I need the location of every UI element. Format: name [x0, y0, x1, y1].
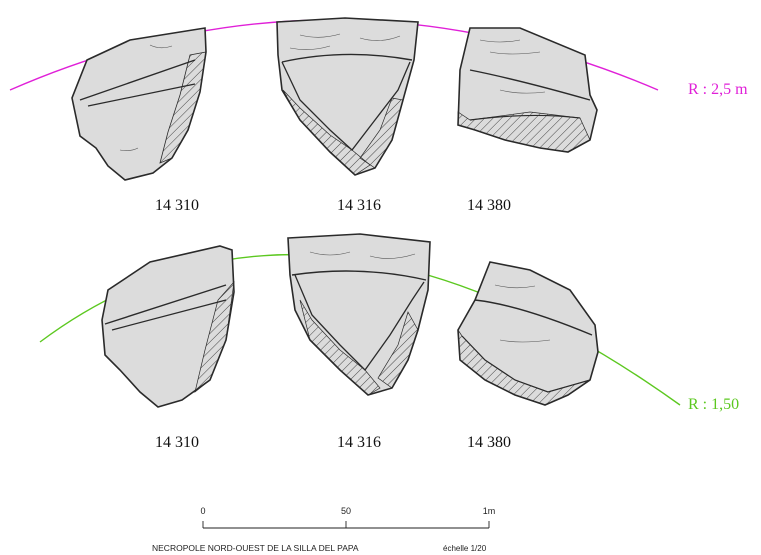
scale-tick-label: 0 — [200, 506, 205, 516]
fragment-label: 14 310 — [155, 197, 199, 214]
fragment-14316-bottom — [287, 233, 431, 396]
fragment-label: 14 316 — [337, 434, 381, 451]
fragment-14380-bottom — [457, 261, 599, 406]
scale-tick-label: 1m — [483, 506, 496, 516]
fragment-label: 14 380 — [467, 197, 511, 214]
caption-title: NECROPOLE NORD-OUEST DE LA SILLA DEL PAP… — [152, 543, 359, 553]
fragment-14316-top — [276, 17, 419, 176]
fragment-14310-bottom — [101, 245, 235, 408]
caption-scale: échelle 1/20 — [443, 544, 487, 553]
scale-tick-label: 50 — [341, 506, 351, 516]
arc-label-1-50: R : 1,50 — [688, 396, 739, 413]
fragment-14380-top — [457, 27, 598, 153]
scale-bar: 0 50 1m — [200, 506, 496, 529]
fragment-label: 14 316 — [337, 197, 381, 214]
fragment-14310-top — [71, 27, 207, 181]
fragment-label: 14 310 — [155, 434, 199, 451]
arc-label-2-5m: R : 2,5 m — [688, 81, 748, 98]
fragment-label: 14 380 — [467, 434, 511, 451]
